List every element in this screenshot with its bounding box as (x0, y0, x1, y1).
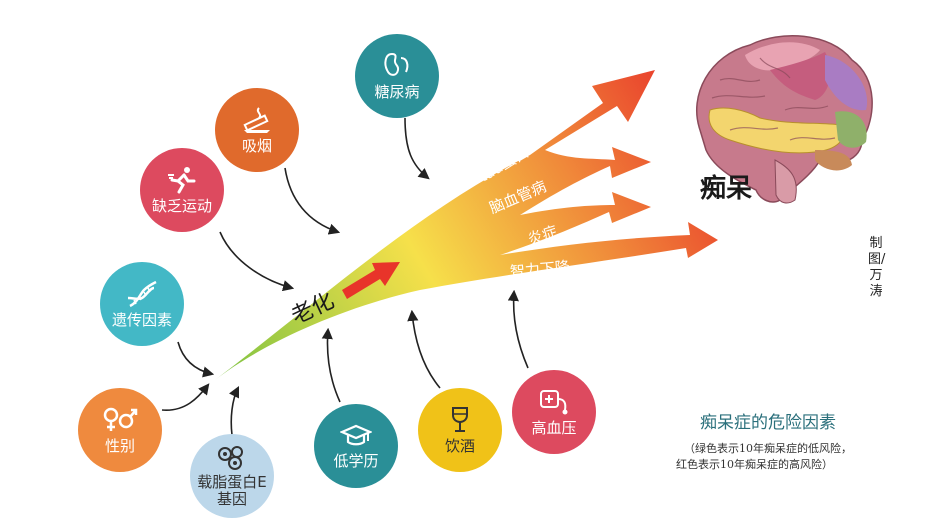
factor-label: 性别 (104, 436, 135, 455)
factor-label: 缺乏运动 (151, 196, 212, 215)
graduation-cap-icon (340, 424, 372, 445)
blood-pressure-icon (540, 389, 568, 414)
factor-label: 高血压 (531, 418, 577, 437)
factor-smoking: 吸烟 (215, 88, 299, 172)
runner-icon (168, 166, 196, 193)
legend-caption-line1: （绿色表示10年痴呆症的低风险， (684, 442, 852, 455)
cigarette-icon (243, 106, 270, 133)
factor-genetics: 遗传因素 (100, 262, 184, 346)
factor-label: 糖尿病 (374, 82, 420, 101)
factor-label: 载脂蛋白E基因 (197, 473, 267, 508)
gender-icon (103, 407, 138, 431)
aging-direction-arrow (342, 262, 400, 299)
factor-arrows (161, 117, 529, 436)
factor-low-education: 低学历 (314, 404, 398, 488)
factor-apoe-gene: 载脂蛋白E基因 (190, 434, 274, 518)
factor-sex: 性别 (78, 388, 162, 472)
dna-icon (127, 280, 157, 307)
kidney-icon (384, 52, 409, 76)
factor-hypertension: 高血压 (512, 370, 596, 454)
factor-label: 低学历 (333, 451, 379, 470)
factor-lack-of-exercise: 缺乏运动 (140, 148, 224, 232)
aging-fan (215, 70, 718, 380)
factor-label: 吸烟 (241, 136, 272, 155)
wine-glass-icon (452, 406, 468, 432)
factor-label: 饮酒 (444, 436, 475, 455)
protein-icon (218, 446, 243, 470)
legend-caption-line2: 红色表示10年痴呆症的高风险） (676, 458, 833, 471)
brain-illustration (696, 35, 873, 204)
dementia-label: 痴呆 (700, 174, 753, 204)
factor-diabetes: 糖尿病 (355, 34, 439, 118)
legend-title: 痴呆症的危险因素 (700, 413, 836, 433)
factor-label: 遗传因素 (111, 310, 172, 329)
factor-alcohol: 饮酒 (418, 388, 502, 472)
credit: 制图/万涛 (868, 236, 886, 299)
